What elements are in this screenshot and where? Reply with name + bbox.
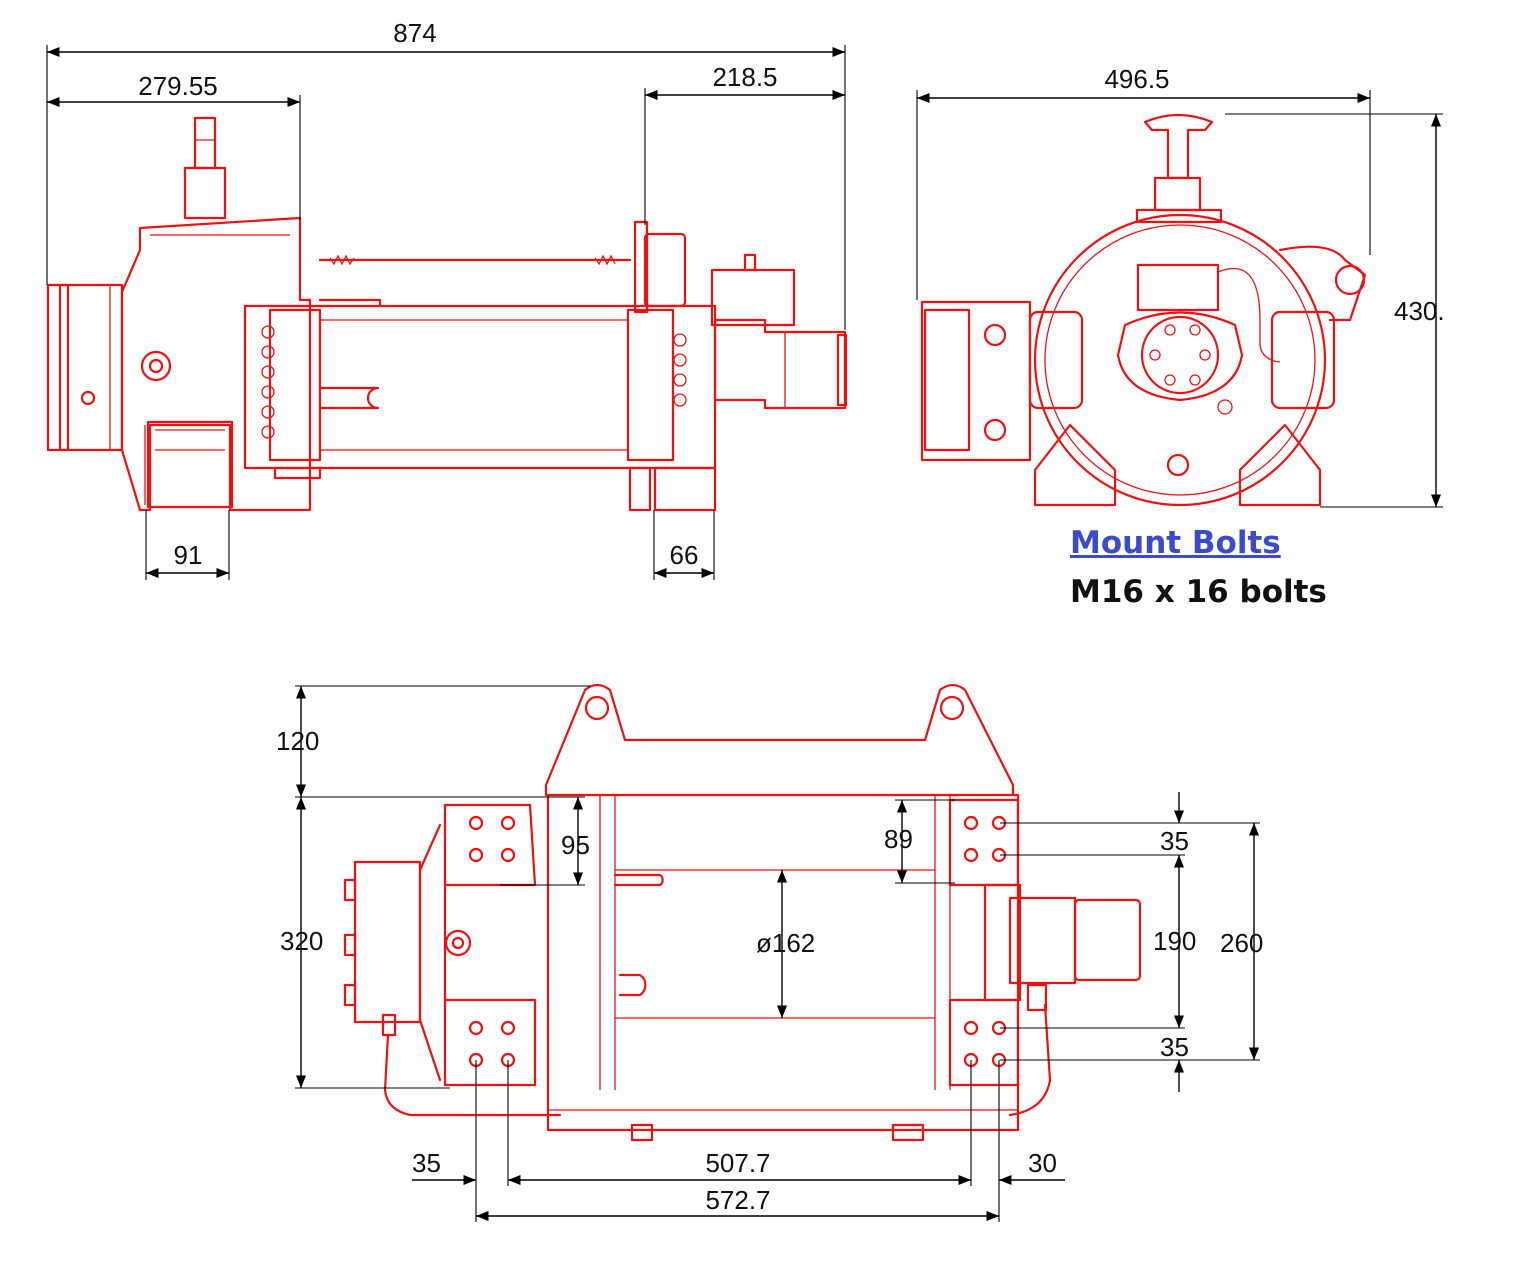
side-right-foot	[628, 466, 652, 512]
end-handle	[1143, 113, 1214, 180]
dim-end-height: 430.	[1394, 296, 1445, 326]
dim-drum-end-length: 218.5	[712, 62, 777, 92]
end-view-dimensions: 496.5 430.	[916, 64, 1445, 508]
dim-right-top-offset: 35	[1160, 826, 1189, 856]
end-valve-block	[1136, 263, 1220, 312]
end-left-box	[920, 300, 1032, 462]
dim-right-pad-depth: 89	[884, 824, 913, 854]
dim-inner-hole-span: 190	[1153, 926, 1196, 956]
dim-end-width: 496.5	[1104, 64, 1169, 94]
dim-left-foot: 91	[174, 540, 203, 570]
side-view-dimensions: 874 279.55 218.5 91 66	[46, 18, 846, 580]
top-view	[343, 683, 1142, 1142]
top-left-pad-front	[443, 803, 537, 887]
dim-left-hole-offset: 35	[412, 1148, 441, 1178]
top-right-pad-front	[948, 798, 1020, 887]
dim-hole-span-inner: 507.7	[705, 1148, 770, 1178]
side-brake-box	[710, 268, 796, 327]
side-hydraulic-motor	[713, 318, 847, 410]
side-valve-stem	[193, 116, 217, 170]
dim-hole-span-outer: 572.7	[705, 1185, 770, 1215]
top-right-pad-rear	[948, 998, 1020, 1087]
end-drum-outer	[1033, 213, 1327, 507]
side-gearbox-housing	[120, 216, 312, 512]
side-drum-coils	[261, 325, 687, 439]
top-main-frame	[546, 793, 1020, 1132]
mount-bolts-spec: M16 x 16 bolts	[1070, 574, 1327, 610]
side-drum-frame	[243, 304, 717, 470]
dim-overall-length: 874	[393, 18, 436, 48]
dim-outer-hole-span: 260	[1220, 928, 1263, 958]
dim-drum-diameter: ø162	[756, 928, 815, 958]
dim-frame-height: 120	[276, 726, 319, 756]
side-view	[46, 116, 848, 512]
dim-right-hole-offset: 30	[1028, 1148, 1057, 1178]
side-motor-flange	[46, 283, 70, 452]
end-right-foot	[1238, 423, 1322, 507]
mount-bolts-link[interactable]: Mount Bolts	[1070, 525, 1281, 561]
dim-right-foot: 66	[670, 540, 699, 570]
dim-motor-end-length: 279.55	[138, 71, 218, 101]
top-view-dimensions: 120 320 95 89 ø162 35 190 260 35 35 507.…	[276, 685, 1263, 1222]
end-view	[920, 113, 1367, 507]
top-left-pad-rear	[443, 998, 537, 1087]
dim-mount-span: 320	[280, 926, 323, 956]
top-motor-flange	[353, 860, 422, 1024]
end-hub	[1116, 311, 1244, 402]
dim-right-bottom-offset: 35	[1160, 1032, 1189, 1062]
top-mount-holes	[468, 815, 1007, 1068]
dim-left-pad-depth: 95	[561, 830, 590, 860]
end-left-foot	[1033, 423, 1117, 507]
